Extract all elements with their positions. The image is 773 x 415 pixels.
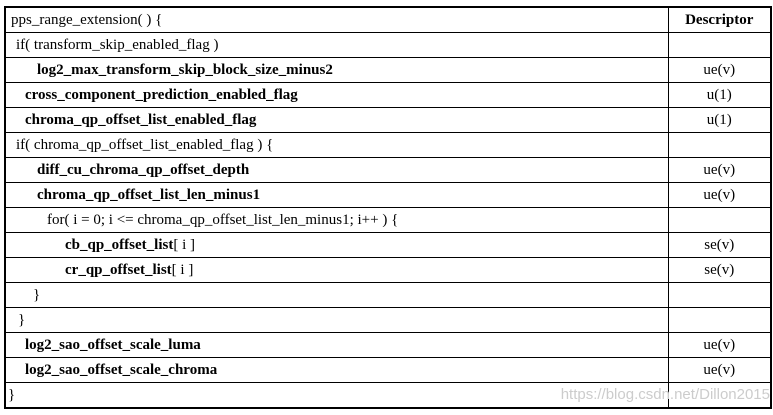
syntax-cell: if( transform_skip_enabled_flag ) <box>4 32 669 58</box>
syntax-table-body: pps_range_extension( ) { Descriptor if( … <box>4 6 772 409</box>
syntax-text: for( i = 0; i <= chroma_qp_offset_list_l… <box>47 211 399 228</box>
syntax-cell: chroma_qp_offset_list_enabled_flag <box>4 107 669 133</box>
syntax-cell: cr_qp_offset_list[ i ] <box>4 257 669 283</box>
syntax-element-name: cb_qp_offset_list <box>65 236 174 253</box>
syntax-element-name: chroma_qp_offset_list_enabled_flag <box>25 111 257 128</box>
descriptor-cell: se(v) <box>667 232 772 258</box>
index-suffix: [ i ] <box>173 236 196 253</box>
syntax-cell: chroma_qp_offset_list_len_minus1 <box>4 182 669 208</box>
syntax-text: pps_range_extension( ) { <box>11 11 163 28</box>
syntax-element-name: log2_max_transform_skip_block_size_minus… <box>37 61 333 78</box>
table-row: pps_range_extension( ) { Descriptor <box>4 6 772 33</box>
syntax-element-name: diff_cu_chroma_qp_offset_depth <box>37 161 250 178</box>
descriptor-cell: u(1) <box>667 107 772 133</box>
syntax-element-name: chroma_qp_offset_list_len_minus1 <box>37 186 261 203</box>
syntax-cell: for( i = 0; i <= chroma_qp_offset_list_l… <box>4 207 669 233</box>
descriptor-cell: ue(v) <box>667 332 772 358</box>
index-suffix: [ i ] <box>171 261 194 278</box>
syntax-text: } <box>8 386 16 403</box>
syntax-cell: log2_max_transform_skip_block_size_minus… <box>4 57 669 83</box>
table-row: chroma_qp_offset_list_enabled_flag u(1) <box>4 107 772 133</box>
table-row: if( chroma_qp_offset_list_enabled_flag )… <box>4 132 772 158</box>
table-row: } <box>4 282 772 308</box>
descriptor-cell: u(1) <box>667 82 772 108</box>
descriptor-cell: ue(v) <box>667 157 772 183</box>
syntax-element-name: log2_sao_offset_scale_luma <box>25 336 201 353</box>
syntax-text: } <box>33 286 41 303</box>
descriptor-cell: ue(v) <box>667 357 772 383</box>
descriptor-cell <box>667 382 772 409</box>
table-row: } <box>4 382 772 409</box>
table-row: cr_qp_offset_list[ i ] se(v) <box>4 257 772 283</box>
descriptor-header-label: Descriptor <box>685 11 754 28</box>
table-row: diff_cu_chroma_qp_offset_depth ue(v) <box>4 157 772 183</box>
syntax-text: } <box>18 311 26 328</box>
table-row: log2_sao_offset_scale_luma ue(v) <box>4 332 772 358</box>
syntax-cell: } <box>4 307 669 333</box>
descriptor-cell: se(v) <box>667 257 772 283</box>
table-row: cb_qp_offset_list[ i ] se(v) <box>4 232 772 258</box>
syntax-element-name: cr_qp_offset_list <box>65 261 172 278</box>
syntax-cell: cb_qp_offset_list[ i ] <box>4 232 669 258</box>
descriptor-cell <box>667 132 772 158</box>
descriptor-cell <box>667 207 772 233</box>
syntax-element-name: log2_sao_offset_scale_chroma <box>25 361 218 378</box>
descriptor-cell: ue(v) <box>667 182 772 208</box>
table-row: for( i = 0; i <= chroma_qp_offset_list_l… <box>4 207 772 233</box>
table-row: } <box>4 307 772 333</box>
syntax-text: if( transform_skip_enabled_flag ) <box>16 36 219 53</box>
syntax-cell: } <box>4 282 669 308</box>
syntax-cell: } <box>4 382 669 409</box>
syntax-cell: if( chroma_qp_offset_list_enabled_flag )… <box>4 132 669 158</box>
syntax-cell: diff_cu_chroma_qp_offset_depth <box>4 157 669 183</box>
table-row: if( transform_skip_enabled_flag ) <box>4 32 772 58</box>
syntax-text: if( chroma_qp_offset_list_enabled_flag )… <box>16 136 274 153</box>
table-row: chroma_qp_offset_list_len_minus1 ue(v) <box>4 182 772 208</box>
descriptor-header-cell: Descriptor <box>667 6 772 33</box>
descriptor-cell <box>667 32 772 58</box>
table-row: cross_component_prediction_enabled_flag … <box>4 82 772 108</box>
table-row: log2_sao_offset_scale_chroma ue(v) <box>4 357 772 383</box>
descriptor-cell <box>667 307 772 333</box>
descriptor-cell: ue(v) <box>667 57 772 83</box>
descriptor-cell <box>667 282 772 308</box>
table-row: log2_max_transform_skip_block_size_minus… <box>4 57 772 83</box>
syntax-cell: pps_range_extension( ) { <box>4 6 669 33</box>
syntax-table: pps_range_extension( ) { Descriptor if( … <box>4 6 772 409</box>
syntax-cell: cross_component_prediction_enabled_flag <box>4 82 669 108</box>
syntax-cell: log2_sao_offset_scale_chroma <box>4 357 669 383</box>
syntax-element-name: cross_component_prediction_enabled_flag <box>25 86 298 103</box>
syntax-cell: log2_sao_offset_scale_luma <box>4 332 669 358</box>
